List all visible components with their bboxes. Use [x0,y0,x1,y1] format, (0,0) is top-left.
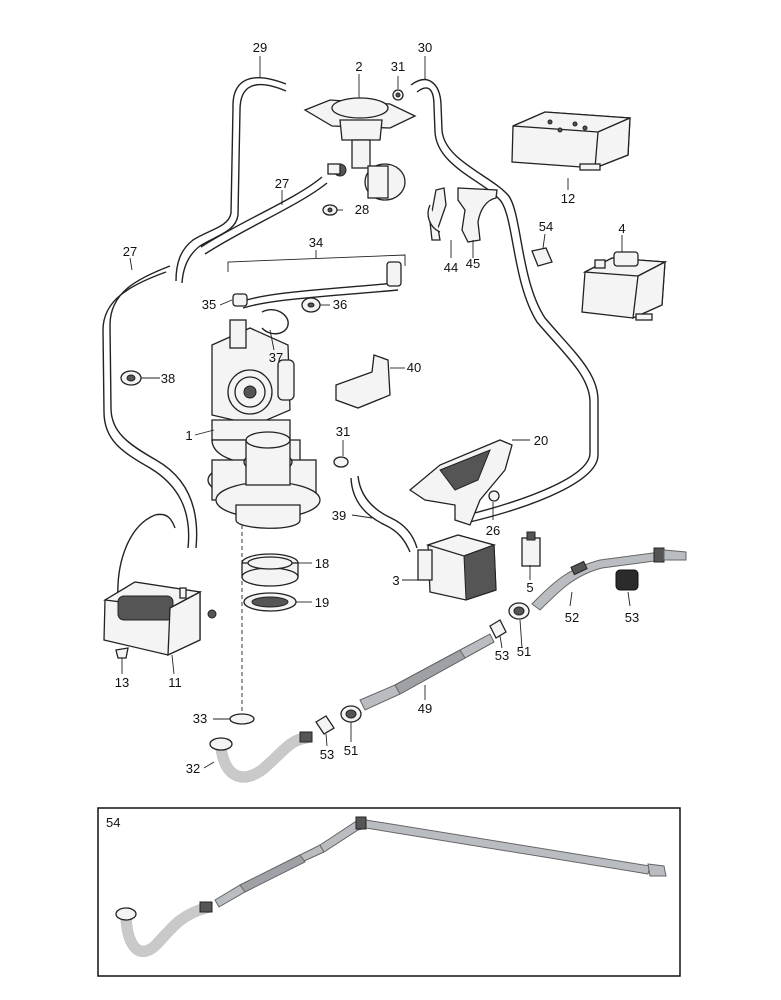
callout-31-top: 31 [391,59,405,74]
hose-34 [232,261,402,309]
sleeve-53c [315,715,335,735]
clamp-31-top [392,89,404,101]
callout-51-right: 51 [517,644,531,659]
part-13 [115,647,129,659]
callout-35: 35 [202,297,216,312]
part-11 [103,581,217,657]
hose-27-left [102,265,198,549]
clamp-28 [322,204,338,216]
callout-31-mid: 31 [336,424,350,439]
clamp-51a [508,602,530,620]
callout-29: 29 [253,40,267,55]
callout-18: 18 [315,556,329,571]
callout-33: 33 [193,711,207,726]
callout-28: 28 [355,202,369,217]
callout-13: 13 [115,675,129,690]
hose-32 [209,731,313,783]
callout-4: 4 [618,221,625,236]
part-20 [408,439,513,526]
clip-37 [261,308,289,335]
callout-34: 34 [309,235,323,250]
part-3 [417,534,497,601]
ring-18 [241,553,299,587]
bracket-54 [531,247,553,267]
part-5 [521,531,541,567]
callout-36: 36 [333,297,347,312]
callout-19: 19 [315,595,329,610]
leader-lines [121,56,631,769]
callout-11: 11 [168,675,182,690]
callout-45: 45 [466,256,480,271]
callout-27-upper: 27 [275,176,289,191]
hose-39 [350,475,418,553]
sleeve-53b [489,619,507,639]
part-12 [511,111,631,171]
callout-54-small: 54 [539,219,553,234]
callout-5: 5 [526,580,533,595]
clamp-31-mid [333,456,349,468]
grommet-36 [301,297,321,313]
grommet-38 [120,370,142,386]
clamp-33 [229,713,255,725]
part-2 [303,97,417,201]
inset-label: 54 [106,815,120,830]
hose-27-upper [200,176,328,255]
callout-labels: 29 2 31 30 12 27 28 44 45 54 4 27 34 35 … [115,40,639,776]
callout-37: 37 [269,350,283,365]
part-4 [581,251,668,321]
callout-30: 30 [418,40,432,55]
callout-12: 12 [561,191,575,206]
pipe-52 [531,547,687,611]
callout-49: 49 [418,701,432,716]
part-40 [335,354,391,409]
clamp-51b [340,705,362,723]
callout-3: 3 [392,573,399,588]
callout-2: 2 [355,59,362,74]
nut-26 [488,490,500,502]
screen-19 [243,592,297,612]
wire-11 [117,513,176,601]
callout-52: 52 [565,610,579,625]
part-45 [457,187,498,243]
callout-40: 40 [407,360,421,375]
callout-27-left: 27 [123,244,137,259]
inset-54: 54 [97,807,681,977]
part-1 [207,319,321,529]
hose-29 [175,77,287,284]
callout-1: 1 [185,428,192,443]
callout-32: 32 [186,761,200,776]
callout-51-left: 51 [344,743,358,758]
callout-39: 39 [332,508,346,523]
sleeve-53a [615,569,639,591]
part-44 [427,187,447,241]
callout-26: 26 [486,523,500,538]
callout-20: 20 [534,433,548,448]
callout-53-right: 53 [625,610,639,625]
callout-44: 44 [444,260,458,275]
muffler-49 [359,633,495,711]
callout-53-left: 53 [320,747,334,762]
callout-38: 38 [161,371,175,386]
callout-53-mid: 53 [495,648,509,663]
hose-30 [410,78,599,523]
